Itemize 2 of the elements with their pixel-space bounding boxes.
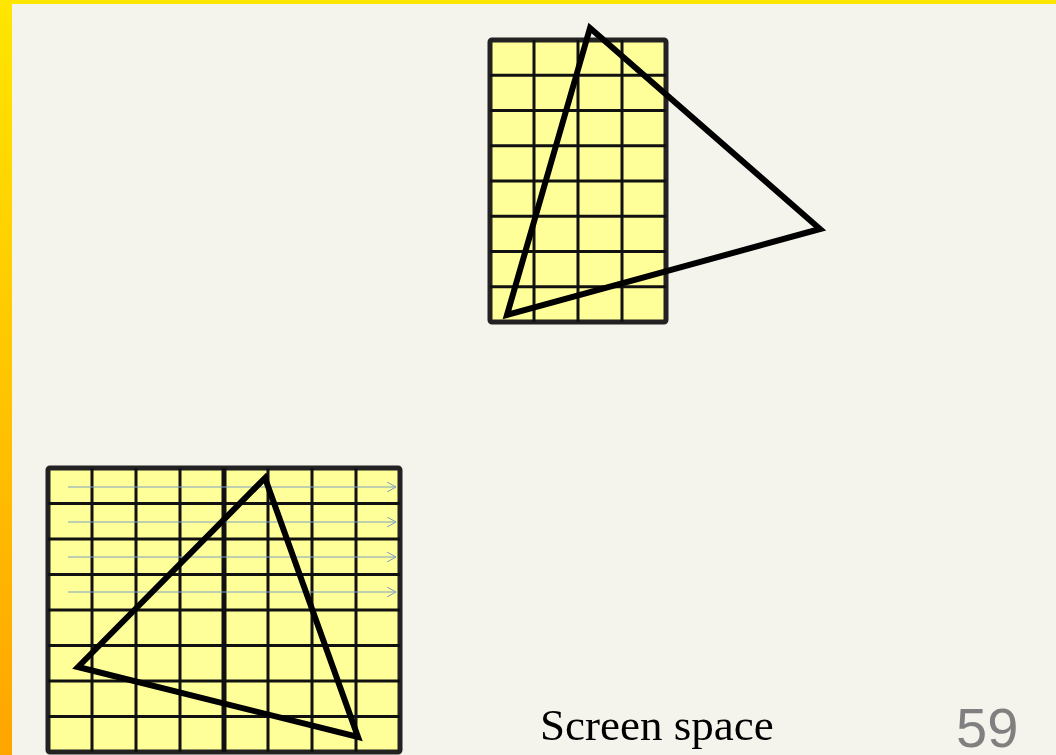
slide-heading: Screen space bbox=[540, 703, 774, 748]
page-number: 59 bbox=[956, 700, 1019, 755]
